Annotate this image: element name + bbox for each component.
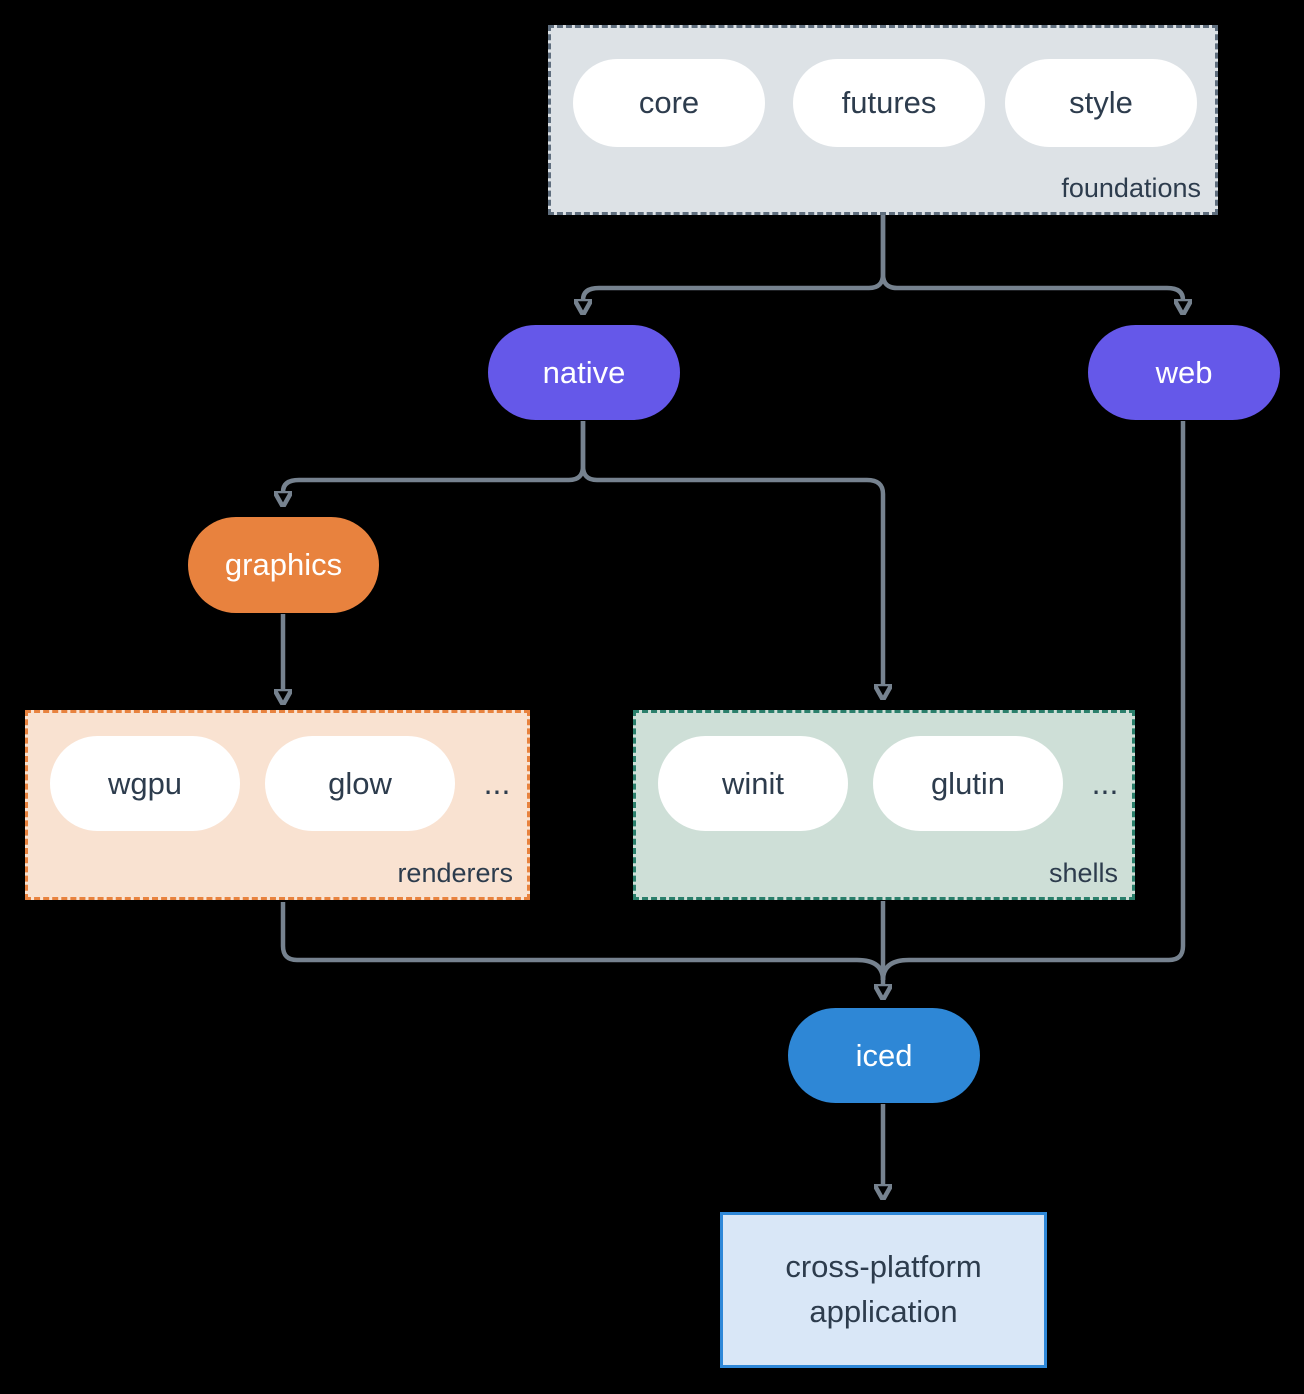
cross-platform-application-box: cross-platform application	[720, 1212, 1047, 1368]
shells-ellipsis: ...	[1091, 765, 1119, 801]
renderers-ellipsis: ...	[483, 765, 511, 801]
app-label-line1: cross-platform	[785, 1249, 982, 1285]
node-glow: glow	[265, 736, 455, 831]
node-glutin-label: glutin	[930, 765, 1006, 801]
node-core: core	[573, 59, 765, 147]
foundations-group-label: foundations	[1061, 173, 1201, 203]
connector-native-to-graphics	[283, 421, 586, 492]
app-label-line2: application	[809, 1294, 958, 1329]
node-iced-label: iced	[855, 1037, 913, 1073]
node-wgpu: wgpu	[50, 736, 240, 831]
shells-group: winit glutin ... shells	[633, 710, 1135, 900]
renderers-group: wgpu glow ... renderers	[25, 710, 530, 900]
foundations-group: core futures style foundations	[548, 25, 1218, 215]
node-winit: winit	[658, 736, 848, 831]
node-style: style	[1005, 59, 1197, 147]
node-glow-label: glow	[328, 765, 392, 801]
node-web: web	[1088, 325, 1280, 420]
node-web-label: web	[1155, 354, 1213, 390]
node-core-label: core	[638, 85, 700, 120]
node-iced: iced	[788, 1008, 980, 1103]
shells-group-label: shells	[1048, 858, 1118, 888]
node-futures-label: futures	[841, 85, 937, 120]
connector-renderers-to-iced	[280, 902, 886, 981]
node-winit-label: winit	[721, 765, 784, 801]
connector-foundations-to-web	[880, 215, 1183, 300]
node-glutin: glutin	[873, 736, 1063, 831]
node-style-label: style	[1069, 85, 1133, 120]
node-graphics: graphics	[188, 517, 379, 613]
node-native-label: native	[542, 354, 626, 390]
node-graphics-label: graphics	[224, 547, 343, 582]
connector-native-to-shells	[580, 421, 883, 685]
node-futures: futures	[793, 59, 985, 147]
node-native: native	[488, 325, 680, 420]
node-wgpu-label: wgpu	[107, 765, 183, 801]
connector-foundations-to-native	[583, 215, 886, 300]
renderers-group-label: renderers	[397, 858, 513, 888]
